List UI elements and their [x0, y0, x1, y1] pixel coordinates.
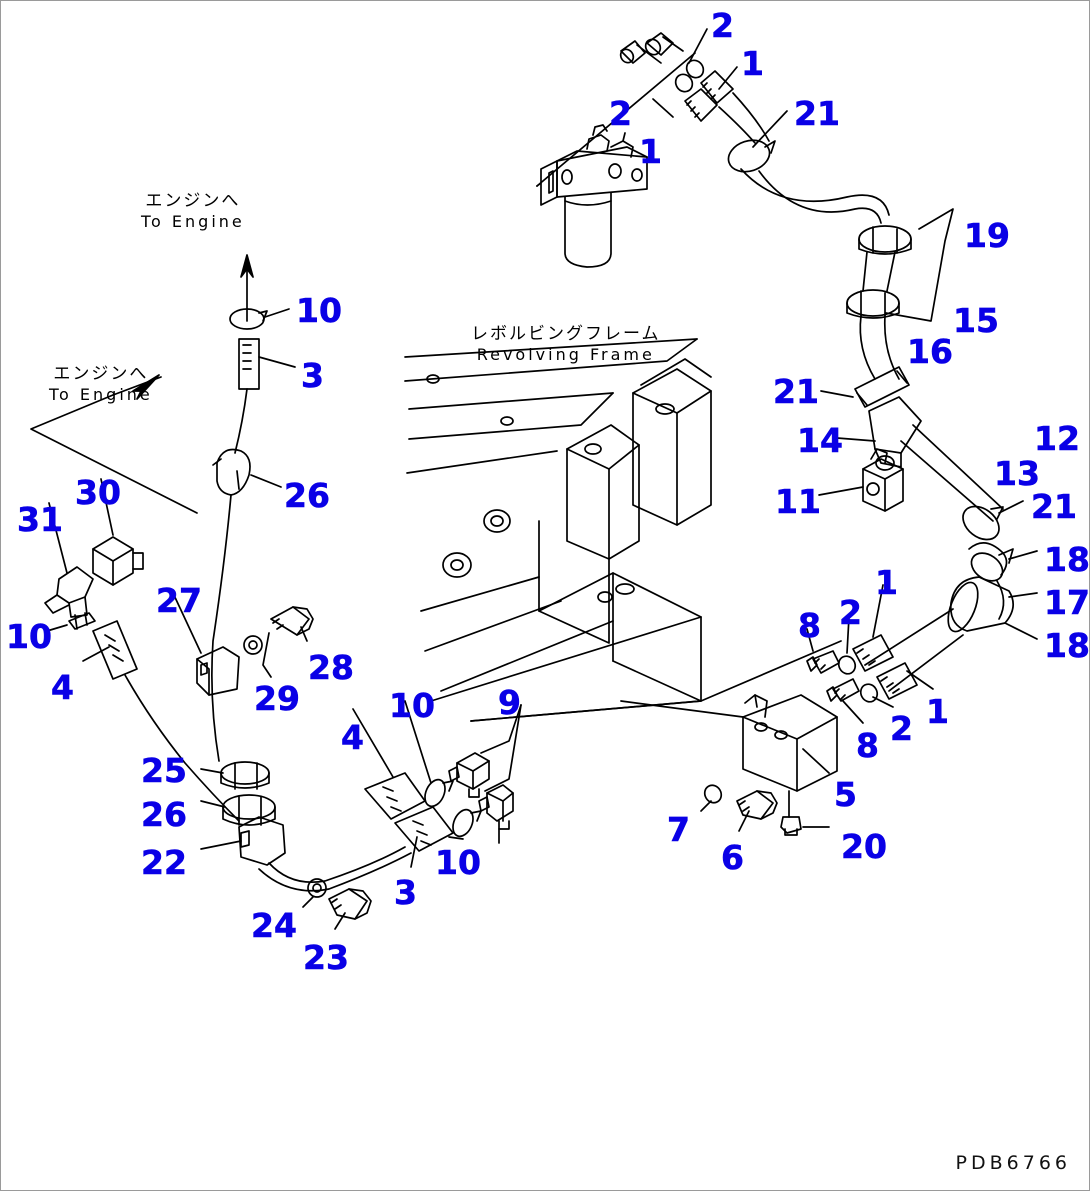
callout-26: 26: [141, 795, 188, 834]
callout-20: 20: [841, 827, 888, 866]
callout-7: 7: [667, 810, 691, 849]
callout-24: 24: [251, 906, 298, 945]
callout-22: 22: [141, 843, 188, 882]
callout-31: 31: [17, 500, 64, 539]
callout-2: 2: [890, 709, 914, 748]
callout-1: 1: [875, 563, 899, 602]
callout-10: 10: [6, 617, 53, 656]
callout-6: 6: [721, 838, 745, 877]
callout-10: 10: [296, 291, 343, 330]
note-en-text: To Engine: [49, 385, 153, 404]
callout-23: 23: [303, 938, 350, 977]
callout-4: 4: [341, 718, 365, 757]
callout-29: 29: [254, 679, 301, 718]
page-code: PDB6766: [955, 1152, 1071, 1174]
callout-9: 9: [498, 683, 522, 722]
callout-21: 21: [794, 94, 841, 133]
callout-5: 5: [834, 775, 858, 814]
note-to-engine-left: エンジンへ To Engine: [49, 364, 153, 405]
callout-8: 8: [856, 726, 880, 765]
callout-10: 10: [389, 686, 436, 725]
callout-3: 3: [301, 356, 325, 395]
callout-15: 15: [953, 301, 1000, 340]
note-en-text: Revolving Frame: [476, 345, 655, 364]
note-to-engine-top: エンジンへ To Engine: [141, 191, 245, 232]
note-en-text: To Engine: [141, 212, 245, 231]
note-jp-text: エンジンへ: [145, 191, 241, 211]
callout-27: 27: [156, 581, 203, 620]
callout-1: 1: [741, 44, 765, 83]
callout-13: 13: [994, 454, 1041, 493]
callout-26: 26: [284, 476, 331, 515]
callout-16: 16: [907, 332, 954, 371]
callout-14: 14: [797, 421, 844, 460]
callout-30: 30: [75, 473, 122, 512]
callout-4: 4: [51, 668, 75, 707]
callout-11: 11: [775, 482, 822, 521]
callout-25: 25: [141, 751, 188, 790]
callout-18: 18: [1044, 626, 1090, 665]
note-jp-text: レボルビングフレーム: [471, 324, 661, 344]
callout-19: 19: [964, 216, 1011, 255]
callout-21: 21: [773, 372, 820, 411]
callout-12: 12: [1034, 419, 1081, 458]
callout-21: 21: [1031, 487, 1078, 526]
callout-2: 2: [711, 6, 735, 45]
note-jp-text: エンジンへ: [53, 364, 149, 384]
callout-28: 28: [308, 648, 355, 687]
callout-8: 8: [798, 606, 822, 645]
callout-18: 18: [1044, 540, 1090, 579]
callout-1: 1: [639, 132, 663, 171]
callout-10: 10: [435, 843, 482, 882]
callout-1: 1: [926, 692, 950, 731]
callout-2: 2: [839, 593, 863, 632]
note-revolving-frame: レボルビングフレーム Revolving Frame: [471, 324, 661, 365]
callout-2: 2: [609, 94, 633, 133]
callout-3: 3: [394, 873, 418, 912]
callout-17: 17: [1044, 583, 1090, 622]
